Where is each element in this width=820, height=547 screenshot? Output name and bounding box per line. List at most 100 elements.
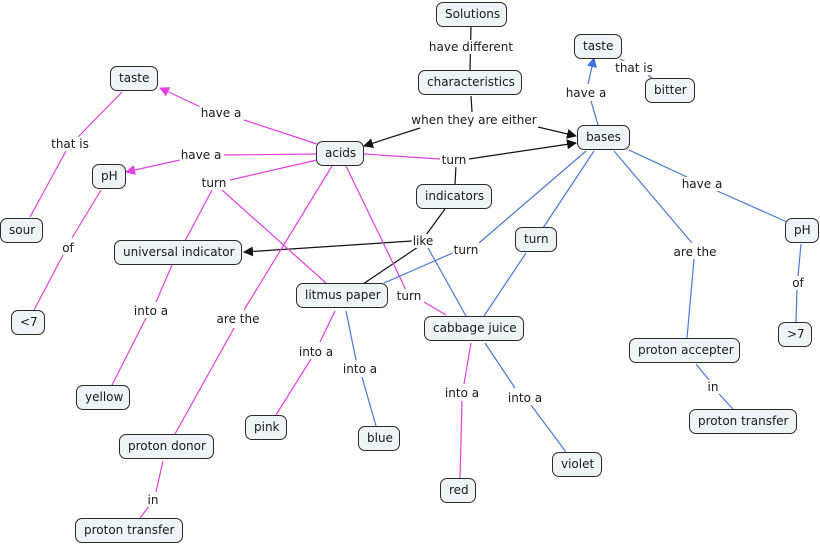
node-yellow[interactable]: yellow: [76, 385, 130, 410]
link-intoa-yellow: [111, 317, 147, 386]
link-thatis-bitter: [647, 74, 653, 79]
label-acid-are-the: are the: [215, 312, 261, 326]
node-proton-transfer-acid[interactable]: proton transfer: [75, 518, 183, 543]
label-like: like: [411, 234, 435, 248]
link-indicators-like: [425, 208, 446, 236]
node-violet[interactable]: violet: [552, 452, 602, 477]
link-in-transfer-base: [718, 393, 734, 410]
node-solutions[interactable]: Solutions: [436, 2, 507, 27]
label-acid-have-ph: have a: [179, 148, 223, 162]
link-taste-thatis: [77, 91, 123, 138]
link-donor-in: [155, 460, 164, 493]
node-blue[interactable]: blue: [358, 426, 400, 451]
link-havea-taste-base: [587, 57, 597, 85]
label-acid-turn: turn: [200, 176, 228, 190]
node-turn[interactable]: turn: [515, 227, 557, 252]
link-acids-arethe: [243, 165, 333, 311]
link-arethe-donor: [174, 327, 235, 435]
link-acids-havea-ph: [223, 153, 318, 156]
link-turn-litmus: [221, 189, 327, 284]
link-intoa-pink: [275, 358, 312, 416]
node-sour[interactable]: sour: [0, 218, 43, 243]
label-into-yellow: into a: [132, 304, 170, 318]
label-base-are-the: are the: [672, 245, 718, 259]
link-cabbage-intoa-red: [463, 342, 472, 385]
link-universal-intoa: [155, 264, 173, 303]
node-lt7[interactable]: <7: [11, 310, 45, 335]
link-characteristics-either: [470, 95, 473, 113]
link-of-lt7: [33, 254, 64, 311]
label-into-red: into a: [443, 386, 481, 400]
label-into-pink: into a: [297, 345, 335, 359]
link-bases-turnnode: [542, 150, 595, 229]
link-havea-ph-base: [714, 189, 788, 223]
label-base-turn-litmus: turn: [452, 243, 480, 257]
label-base-have-taste: have a: [564, 86, 608, 100]
link-turn-cabbage: [423, 301, 447, 316]
node-litmus-paper[interactable]: litmus paper: [296, 283, 388, 308]
node-bases[interactable]: bases: [577, 125, 630, 150]
label-acid-have-taste: have a: [199, 106, 243, 120]
link-intoa-violet: [530, 404, 567, 453]
label-that-is-sour: that is: [50, 137, 90, 151]
label-have-different: have different: [427, 40, 515, 54]
node-gt7[interactable]: >7: [778, 322, 812, 347]
node-universal-indicator[interactable]: universal indicator: [114, 240, 242, 265]
link-of-gt7: [795, 289, 798, 323]
link-like-universal: [243, 240, 413, 257]
node-cabbage-juice[interactable]: cabbage juice: [424, 316, 524, 341]
label-indicators-turn: turn: [440, 153, 468, 167]
link-accepter-in: [695, 363, 710, 381]
link-like-cabbage: [426, 245, 467, 317]
link-havea-ph: [125, 159, 181, 175]
label-when-either: when they are either: [410, 113, 538, 127]
label-of-gt7: of: [791, 276, 805, 290]
node-indicators[interactable]: indicators: [416, 184, 492, 209]
node-acids[interactable]: acids: [316, 141, 364, 166]
link-acids-havea-taste: [243, 119, 318, 145]
link-like-litmus: [362, 246, 419, 285]
link-litmus-intoa-blue: [345, 310, 357, 361]
link-turn-universal: [184, 189, 213, 242]
link-turn-indicators: [454, 165, 457, 185]
link-turnnode-cabbage: [483, 252, 527, 317]
label-that-is-bitter: that is: [614, 61, 654, 75]
link-acids-turn-cabbage: [345, 165, 407, 291]
link-ph-of-base: [797, 243, 802, 277]
link-in-transfer-acid: [139, 504, 151, 519]
label-into-violet: into a: [506, 391, 544, 405]
label-of-lt7: of: [61, 241, 75, 255]
node-proton-donor[interactable]: proton donor: [119, 434, 214, 459]
node-characteristics[interactable]: characteristics: [418, 70, 522, 95]
node-proton-accepter[interactable]: proton accepter: [629, 338, 740, 363]
link-acids-turn: [229, 159, 318, 181]
link-bases-havea-taste: [590, 100, 599, 126]
label-acid-turn-cabbage: turn: [395, 289, 423, 303]
link-havea-taste-acid: [159, 87, 206, 110]
link-arethe-accepter: [686, 258, 695, 339]
label-base-have-ph: have a: [680, 177, 724, 191]
link-turn-litmus-base: [383, 251, 456, 284]
node-taste-acid[interactable]: taste: [110, 66, 158, 91]
node-taste-base[interactable]: taste: [574, 34, 622, 59]
link-ph-of: [71, 189, 102, 239]
link-bases-arethe: [613, 150, 693, 244]
node-pink[interactable]: pink: [245, 415, 287, 440]
link-intoa-red: [459, 400, 463, 479]
label-in-acid: in: [146, 493, 160, 507]
node-proton-transfer-base[interactable]: proton transfer: [689, 409, 797, 434]
link-bases-turn-litmus: [478, 150, 587, 244]
link-bases-havea-ph: [628, 149, 688, 178]
label-in-base: in: [706, 380, 720, 394]
link-either-acids: [363, 127, 421, 149]
node-red[interactable]: red: [440, 478, 476, 503]
node-ph-acid[interactable]: pH: [92, 164, 126, 189]
node-ph-base[interactable]: pH: [785, 218, 819, 243]
label-into-blue: into a: [341, 362, 379, 376]
link-intoa-blue: [361, 376, 377, 427]
node-bitter[interactable]: bitter: [645, 78, 695, 103]
link-cabbage-intoa-violet: [484, 342, 516, 389]
link-thatis-sour: [29, 150, 67, 218]
